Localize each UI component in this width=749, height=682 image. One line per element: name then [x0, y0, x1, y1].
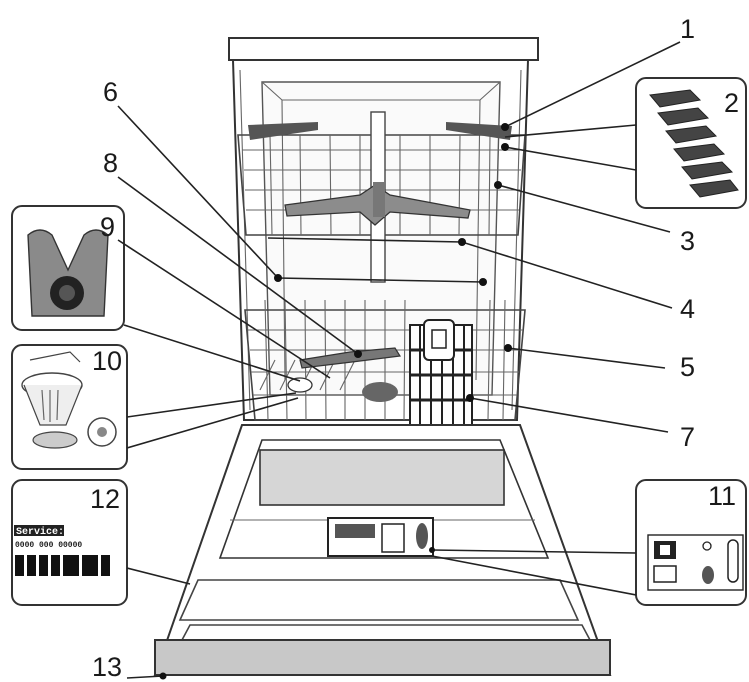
label-1: 1: [680, 14, 695, 44]
worktop: [228, 37, 539, 61]
label-12: 12: [90, 484, 120, 514]
detergent-dispenser: [327, 517, 434, 557]
label-7: 7: [680, 422, 695, 452]
label-9: 9: [100, 212, 115, 242]
label-10: 10: [92, 346, 122, 376]
inset-filter-assembly: [11, 344, 128, 470]
service-label-title: Service:: [16, 526, 64, 538]
label-8: 8: [103, 148, 118, 178]
label-13: 13: [92, 652, 122, 682]
inset-rating-plate: Service: 0000 000 00000: [11, 479, 128, 606]
inset-control-panel: [635, 479, 747, 606]
label-5: 5: [680, 352, 695, 382]
door: [153, 424, 612, 676]
label-3: 3: [680, 226, 695, 256]
plinth: [154, 639, 611, 676]
lower-basket: [244, 299, 526, 426]
cutlery-basket: [409, 319, 473, 426]
door-panel: [259, 449, 505, 506]
label-4: 4: [680, 294, 695, 324]
leader-lines: [117, 41, 681, 679]
inset-cup-racks: [635, 77, 747, 209]
upper-basket: [237, 111, 526, 283]
callout-dots: [159, 123, 512, 680]
inset-filter: [11, 205, 125, 331]
label-2: 2: [724, 88, 739, 118]
service-label-code: 0000 000 00000: [15, 541, 82, 550]
barcode: [15, 555, 110, 576]
callout-numbers: 1 2 3 4 5 6 7 8 9 10 11 12 13: [90, 14, 739, 682]
label-11: 11: [708, 481, 736, 511]
lower-spray-arm: [299, 347, 402, 369]
label-6: 6: [103, 77, 118, 107]
